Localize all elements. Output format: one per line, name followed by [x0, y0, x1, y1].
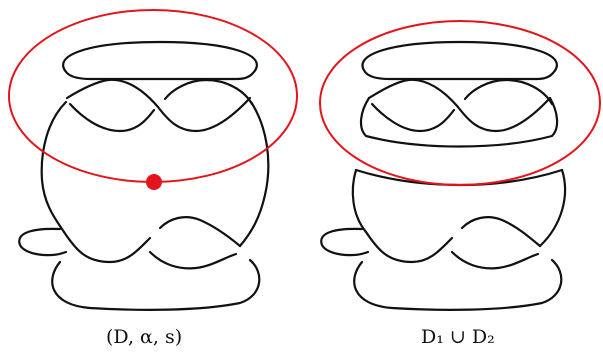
left-upper-twist-strand-a — [65, 78, 252, 133]
left-side-lobe — [18, 227, 68, 257]
left-lower-twist-strand-b — [158, 216, 242, 248]
right-body-left-side — [351, 168, 368, 234]
basepoint-s — [146, 174, 162, 190]
left-bottom-strand — [51, 258, 261, 311]
right-lower-twist-strand-c — [450, 250, 540, 270]
right-upper-closing-arc — [359, 96, 559, 148]
left-top-cap-strand — [62, 40, 258, 81]
right-bottom-strand — [353, 258, 563, 311]
left-red-circle — [8, 9, 298, 183]
right-diagram — [319, 20, 601, 311]
right-lower-twist-strand-b — [460, 216, 542, 248]
right-body-right-side — [538, 168, 567, 248]
left-lower-twist-strand-a — [62, 230, 152, 264]
left-caption: (D, α, s) — [106, 326, 183, 348]
left-upper-twist-strand-b — [68, 102, 156, 133]
right-side-lobe — [320, 227, 370, 257]
left-body-left-side — [40, 100, 68, 234]
right-upper-twist-strand-c — [463, 78, 554, 106]
right-top-cap-strand — [361, 40, 558, 81]
right-lower-twist-strand-a — [364, 230, 454, 264]
left-lower-twist-strand-c — [148, 250, 238, 270]
left-body-right-side — [238, 100, 270, 248]
right-upper-twist-strand-a — [367, 78, 552, 133]
right-red-circle — [319, 20, 601, 186]
right-caption: D₁ ∪ D₂ — [421, 326, 495, 348]
left-upper-twist-strand-c — [163, 78, 254, 106]
left-diagram — [8, 9, 298, 311]
right-upper-twist-strand-b — [370, 102, 456, 133]
